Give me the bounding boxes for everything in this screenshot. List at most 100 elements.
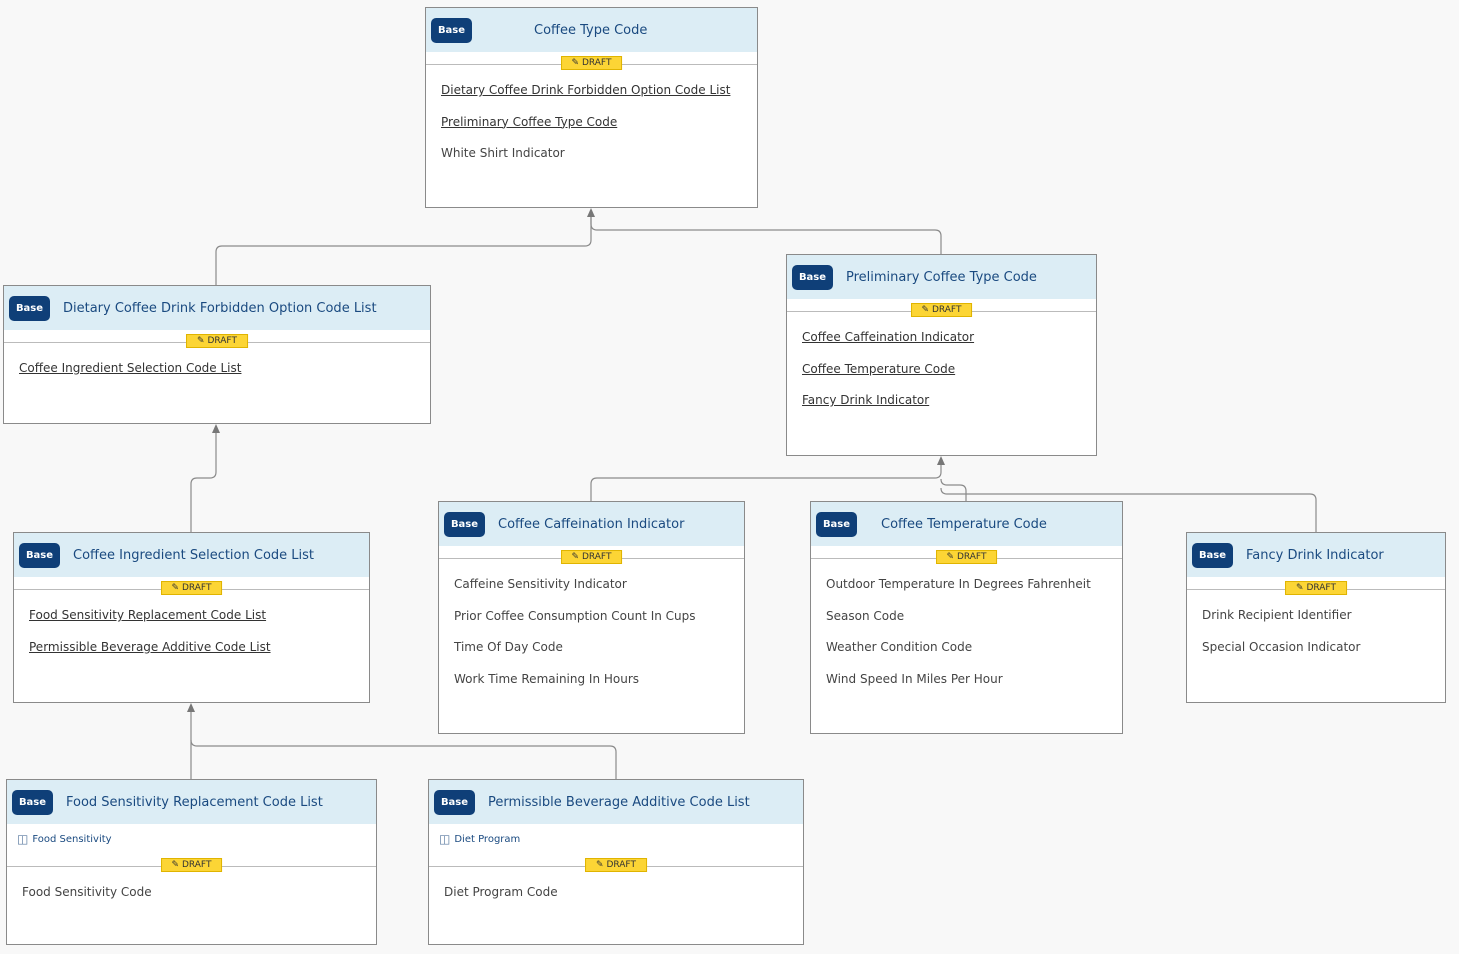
arrow-head [587,208,595,217]
property-list: Outdoor Temperature In Degrees Fahrenhei… [811,568,1122,700]
card-title[interactable]: Coffee Type Code [534,22,648,38]
card-header: Base Food Sensitivity Replacement Code L… [7,780,376,824]
namespace-label[interactable]: Diet Program [454,833,521,845]
entity-card[interactable]: Base Coffee Type Code ✎ DRAFT Dietary Cof… [425,7,758,208]
draft-badge: ✎ DRAFT [910,303,973,317]
entity-card[interactable]: Base Fancy Drink Indicator ✎ DRAFT Drink … [1186,532,1446,703]
draft-label: DRAFT [931,305,962,315]
card-title[interactable]: Food Sensitivity Replacement Code List [66,794,323,810]
property-item: Caffeine Sensitivity Indicator [454,577,627,591]
status-divider: ✎ DRAFT [811,546,1122,568]
status-divider: ✎ DRAFT [1187,577,1445,599]
draft-label: DRAFT [956,552,987,562]
edit-icon: ✎ [1296,583,1304,593]
base-badge: Base [19,542,60,568]
status-divider: ✎ DRAFT [439,546,744,568]
draft-badge: ✎ DRAFT [160,858,223,872]
card-title[interactable]: Permissible Beverage Additive Code List [488,794,750,810]
connector-caffeination-to-preliminary [590,464,942,501]
edit-icon: ✎ [946,552,955,562]
draft-label: DRAFT [207,336,237,346]
property-item[interactable]: Coffee Caffeination Indicator [802,330,975,344]
edit-icon: ✎ [197,336,205,346]
draft-label: DRAFT [181,860,212,870]
property-item[interactable]: Dietary Coffee Drink Forbidden Option Co… [441,83,731,97]
property-item: Weather Condition Code [826,640,973,654]
draft-badge: ✎ DRAFT [186,334,248,348]
entity-card[interactable]: Base Coffee Temperature Code ✎ DRAFT Outd… [810,501,1123,734]
base-badge: Base [12,789,53,815]
entity-card[interactable]: Base Preliminary Coffee Type Code ✎ DRAF… [786,254,1097,456]
namespace-label[interactable]: Food Sensitivity [32,833,112,845]
entity-card[interactable]: Base Dietary Coffee Drink Forbidden Opti… [3,285,431,424]
property-item[interactable]: Permissible Beverage Additive Code List [29,639,271,654]
status-divider: ✎ DRAFT [787,299,1096,321]
base-badge: Base [444,511,485,537]
edit-icon: ✎ [171,860,180,870]
draft-badge: ✎ DRAFT [585,858,647,872]
draft-badge: ✎ DRAFT [560,550,623,564]
edit-icon: ✎ [571,58,580,68]
connector-dietary-to-coffee-type [215,216,592,285]
property-item: Work Time Remaining In Hours [454,671,640,686]
base-badge: Base [434,789,475,815]
status-divider: ✎ DRAFT [426,52,757,74]
edit-icon: ✎ [171,583,180,593]
entity-card[interactable]: Base Coffee Ingredient Selection Code Li… [13,532,370,703]
property-item[interactable]: Preliminary Coffee Type Code [441,114,618,129]
card-header: Base Permissible Beverage Additive Code … [429,780,803,824]
connector-preliminary-to-coffee-type [590,216,942,254]
connector-ingredient-to-dietary [190,432,217,532]
connector-permissible-to-ingredient [190,739,617,779]
card-header: Base Coffee Caffeination Indicator [439,502,744,546]
base-badge: Base [792,264,833,290]
property-item: Season Code [826,608,905,623]
card-header: Base Dietary Coffee Drink Forbidden Opti… [4,286,430,330]
card-title[interactable]: Dietary Coffee Drink Forbidden Option Co… [63,300,377,316]
arrow-head [212,424,220,433]
draft-label: DRAFT [581,552,612,562]
property-item[interactable]: Coffee Ingredient Selection Code List [19,361,242,375]
status-divider: ✎ DRAFT [7,854,376,876]
entity-card[interactable]: Base Food Sensitivity Replacement Code L… [6,779,377,945]
property-list: Diet Program Code [429,876,803,914]
property-list: Dietary Coffee Drink Forbidden Option Co… [426,74,757,175]
namespace-row: ◫Diet Program [429,824,803,854]
card-title[interactable]: Fancy Drink Indicator [1246,547,1384,563]
card-header: Base Coffee Type Code [426,8,757,52]
edit-icon: ✎ [571,552,580,562]
property-item: Food Sensitivity Code [22,885,152,899]
card-header: Base Fancy Drink Indicator [1187,533,1445,577]
card-title[interactable]: Coffee Temperature Code [881,516,1047,532]
draft-label: DRAFT [181,583,212,593]
property-item[interactable]: Food Sensitivity Replacement Code List [29,608,267,622]
base-badge: Base [9,295,50,321]
entity-card[interactable]: Base Coffee Caffeination Indicator ✎ DRA… [438,501,745,734]
draft-label: DRAFT [581,58,612,68]
card-title[interactable]: Coffee Caffeination Indicator [498,516,685,532]
entity-card[interactable]: Base Permissible Beverage Additive Code … [428,779,804,945]
status-divider: ✎ DRAFT [429,854,803,876]
card-title[interactable]: Coffee Ingredient Selection Code List [73,547,315,563]
card-header: Base Coffee Ingredient Selection Code Li… [14,533,369,577]
draft-label: DRAFT [606,860,636,870]
connector-fancy-to-preliminary [940,487,1317,532]
property-item: Prior Coffee Consumption Count In Cups [454,608,696,623]
draft-badge: ✎ DRAFT [935,550,998,564]
namespace-icon: ◫ [17,832,29,846]
namespace-row: ◫Food Sensitivity [7,824,376,854]
property-item: Outdoor Temperature In Degrees Fahrenhei… [826,577,1091,591]
card-title[interactable]: Preliminary Coffee Type Code [846,269,1037,285]
property-item[interactable]: Coffee Temperature Code [802,361,956,376]
base-badge: Base [816,511,857,537]
card-header: Base Coffee Temperature Code [811,502,1122,546]
draft-badge: ✎ DRAFT [1285,581,1347,595]
property-item[interactable]: Fancy Drink Indicator [802,393,930,407]
edit-icon: ✎ [596,860,604,870]
draft-label: DRAFT [1306,583,1336,593]
